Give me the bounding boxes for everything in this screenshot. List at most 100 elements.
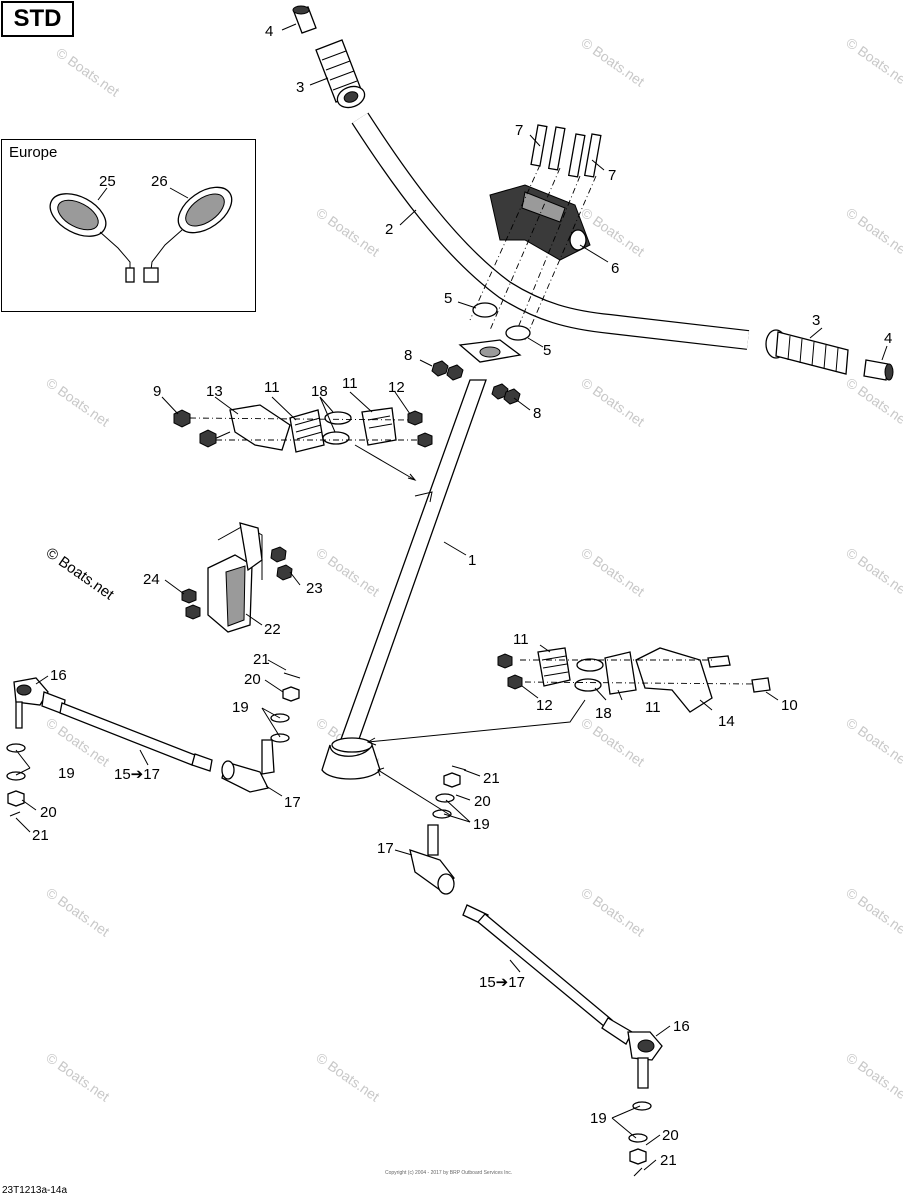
callout-21: 21 [660,1152,677,1169]
callout-16: 16 [50,667,67,684]
watermark: © Boats.net [578,204,647,259]
lower-clamp-plate-part [458,339,522,363]
watermark: © Boats.net [313,204,382,259]
watermark: © Boats.net [843,544,903,599]
callout-7: 7 [515,122,523,139]
callout-2: 2 [385,221,393,238]
bearing-rings-part [322,411,352,445]
callout-4: 4 [884,330,892,347]
callout-20: 20 [474,793,491,810]
callout-7: 7 [608,167,616,184]
europe-label: Europe [9,144,58,161]
callout-15-17: 15➔17 [114,766,160,783]
callout-17: 17 [284,794,301,811]
callout-17: 17 [377,840,394,857]
callout-19: 19 [590,1110,607,1127]
watermark: © Boats.net [578,714,647,769]
callout-9: 9 [153,383,161,400]
watermark: © Boats.net [578,34,647,89]
steering-column-part [321,379,487,780]
callout-21: 21 [32,827,49,844]
callout-20: 20 [40,804,57,821]
leader-lines [15,23,888,1171]
watermark: © Boats.net [843,204,903,259]
callout-22: 22 [264,621,281,638]
handlebar-part [351,112,750,350]
clamp-bolts-part [530,124,602,178]
callout-4: 4 [265,23,273,40]
callout-19: 19 [232,699,249,716]
bushings-part [472,302,531,341]
watermark: © Boats.net [843,34,903,89]
callout-11: 11 [342,375,358,392]
watermark: © Boats.net [578,544,647,599]
mirror-left-part [49,193,135,283]
callout-15-17: 15➔17 [479,974,525,991]
callout-20: 20 [662,1127,679,1144]
callout-3: 3 [296,79,304,96]
copyright-text: Copyright (c) 2004 - 2017 by BRP Outboar… [385,1170,513,1176]
grip-left-part [315,39,366,109]
callout-25: 25 [99,173,116,190]
callout-21: 21 [483,770,500,787]
watermark: © Boats.net [313,1049,382,1104]
watermark: © Boats.net [43,884,112,939]
watermark: © Boats.net [843,1049,903,1104]
mirror-right-part [143,186,233,283]
callout-labels: 4 3 2 7 7 6 5 5 8 8 3 4 9 13 11 18 11 12… [32,23,892,1169]
bracket-part [181,522,293,633]
variant-label: STD [1,1,74,37]
europe-inset: Europe 25 26 [1,139,256,312]
callout-18: 18 [311,383,328,400]
callout-10: 10 [781,697,798,714]
right-tie-rod-hardware-part [432,765,652,1177]
callout-12: 12 [536,697,553,714]
watermark-main: © Boats.net [43,544,118,603]
callout-8: 8 [533,405,541,422]
lower-bearing-assembly-part [497,647,771,713]
bar-end-cap-right-part [863,359,894,381]
watermark: © Boats.net [843,884,903,939]
callout-12: 12 [388,379,405,396]
callout-23: 23 [306,580,323,597]
watermark: © Boats.net [843,374,903,429]
callout-11: 11 [645,699,661,716]
upper-bearing-housing-part [173,404,291,451]
callout-5: 5 [444,290,452,307]
watermark: © Boats.net [578,374,647,429]
callout-21: 21 [253,651,270,668]
callout-11: 11 [264,379,280,396]
callout-5: 5 [543,342,551,359]
bearing-block-right-part [361,407,397,446]
left-tie-rod-part [13,677,275,793]
callout-19: 19 [473,816,490,833]
drawing-code: 23T1213a-14a [2,1185,68,1196]
nuts-part [431,360,521,405]
callout-26: 26 [151,173,168,190]
callout-24: 24 [143,571,160,588]
watermark: © Boats.net [578,884,647,939]
callout-16: 16 [673,1018,690,1035]
bar-end-cap-top-part [292,5,317,34]
callout-19: 19 [58,765,75,782]
watermark: © Boats.net [313,544,382,599]
callout-3: 3 [812,312,820,329]
bearing-block-left-part [289,409,325,453]
callout-18: 18 [595,705,612,722]
callout-13: 13 [206,383,223,400]
handlebar-clamp-part [489,184,591,261]
callout-20: 20 [244,671,261,688]
callout-14: 14 [718,713,735,730]
watermark: © Boats.net [843,714,903,769]
right-tie-rod-part [409,824,663,1089]
watermark: © Boats.net [53,44,122,99]
callout-6: 6 [611,260,619,277]
callout-1: 1 [468,552,476,569]
callout-8: 8 [404,347,412,364]
watermark: © Boats.net [43,374,112,429]
grip-right-part [765,329,849,375]
watermark: © Boats.net [43,1049,112,1104]
upper-nuts-part [407,410,433,448]
callout-11: 11 [513,631,529,648]
